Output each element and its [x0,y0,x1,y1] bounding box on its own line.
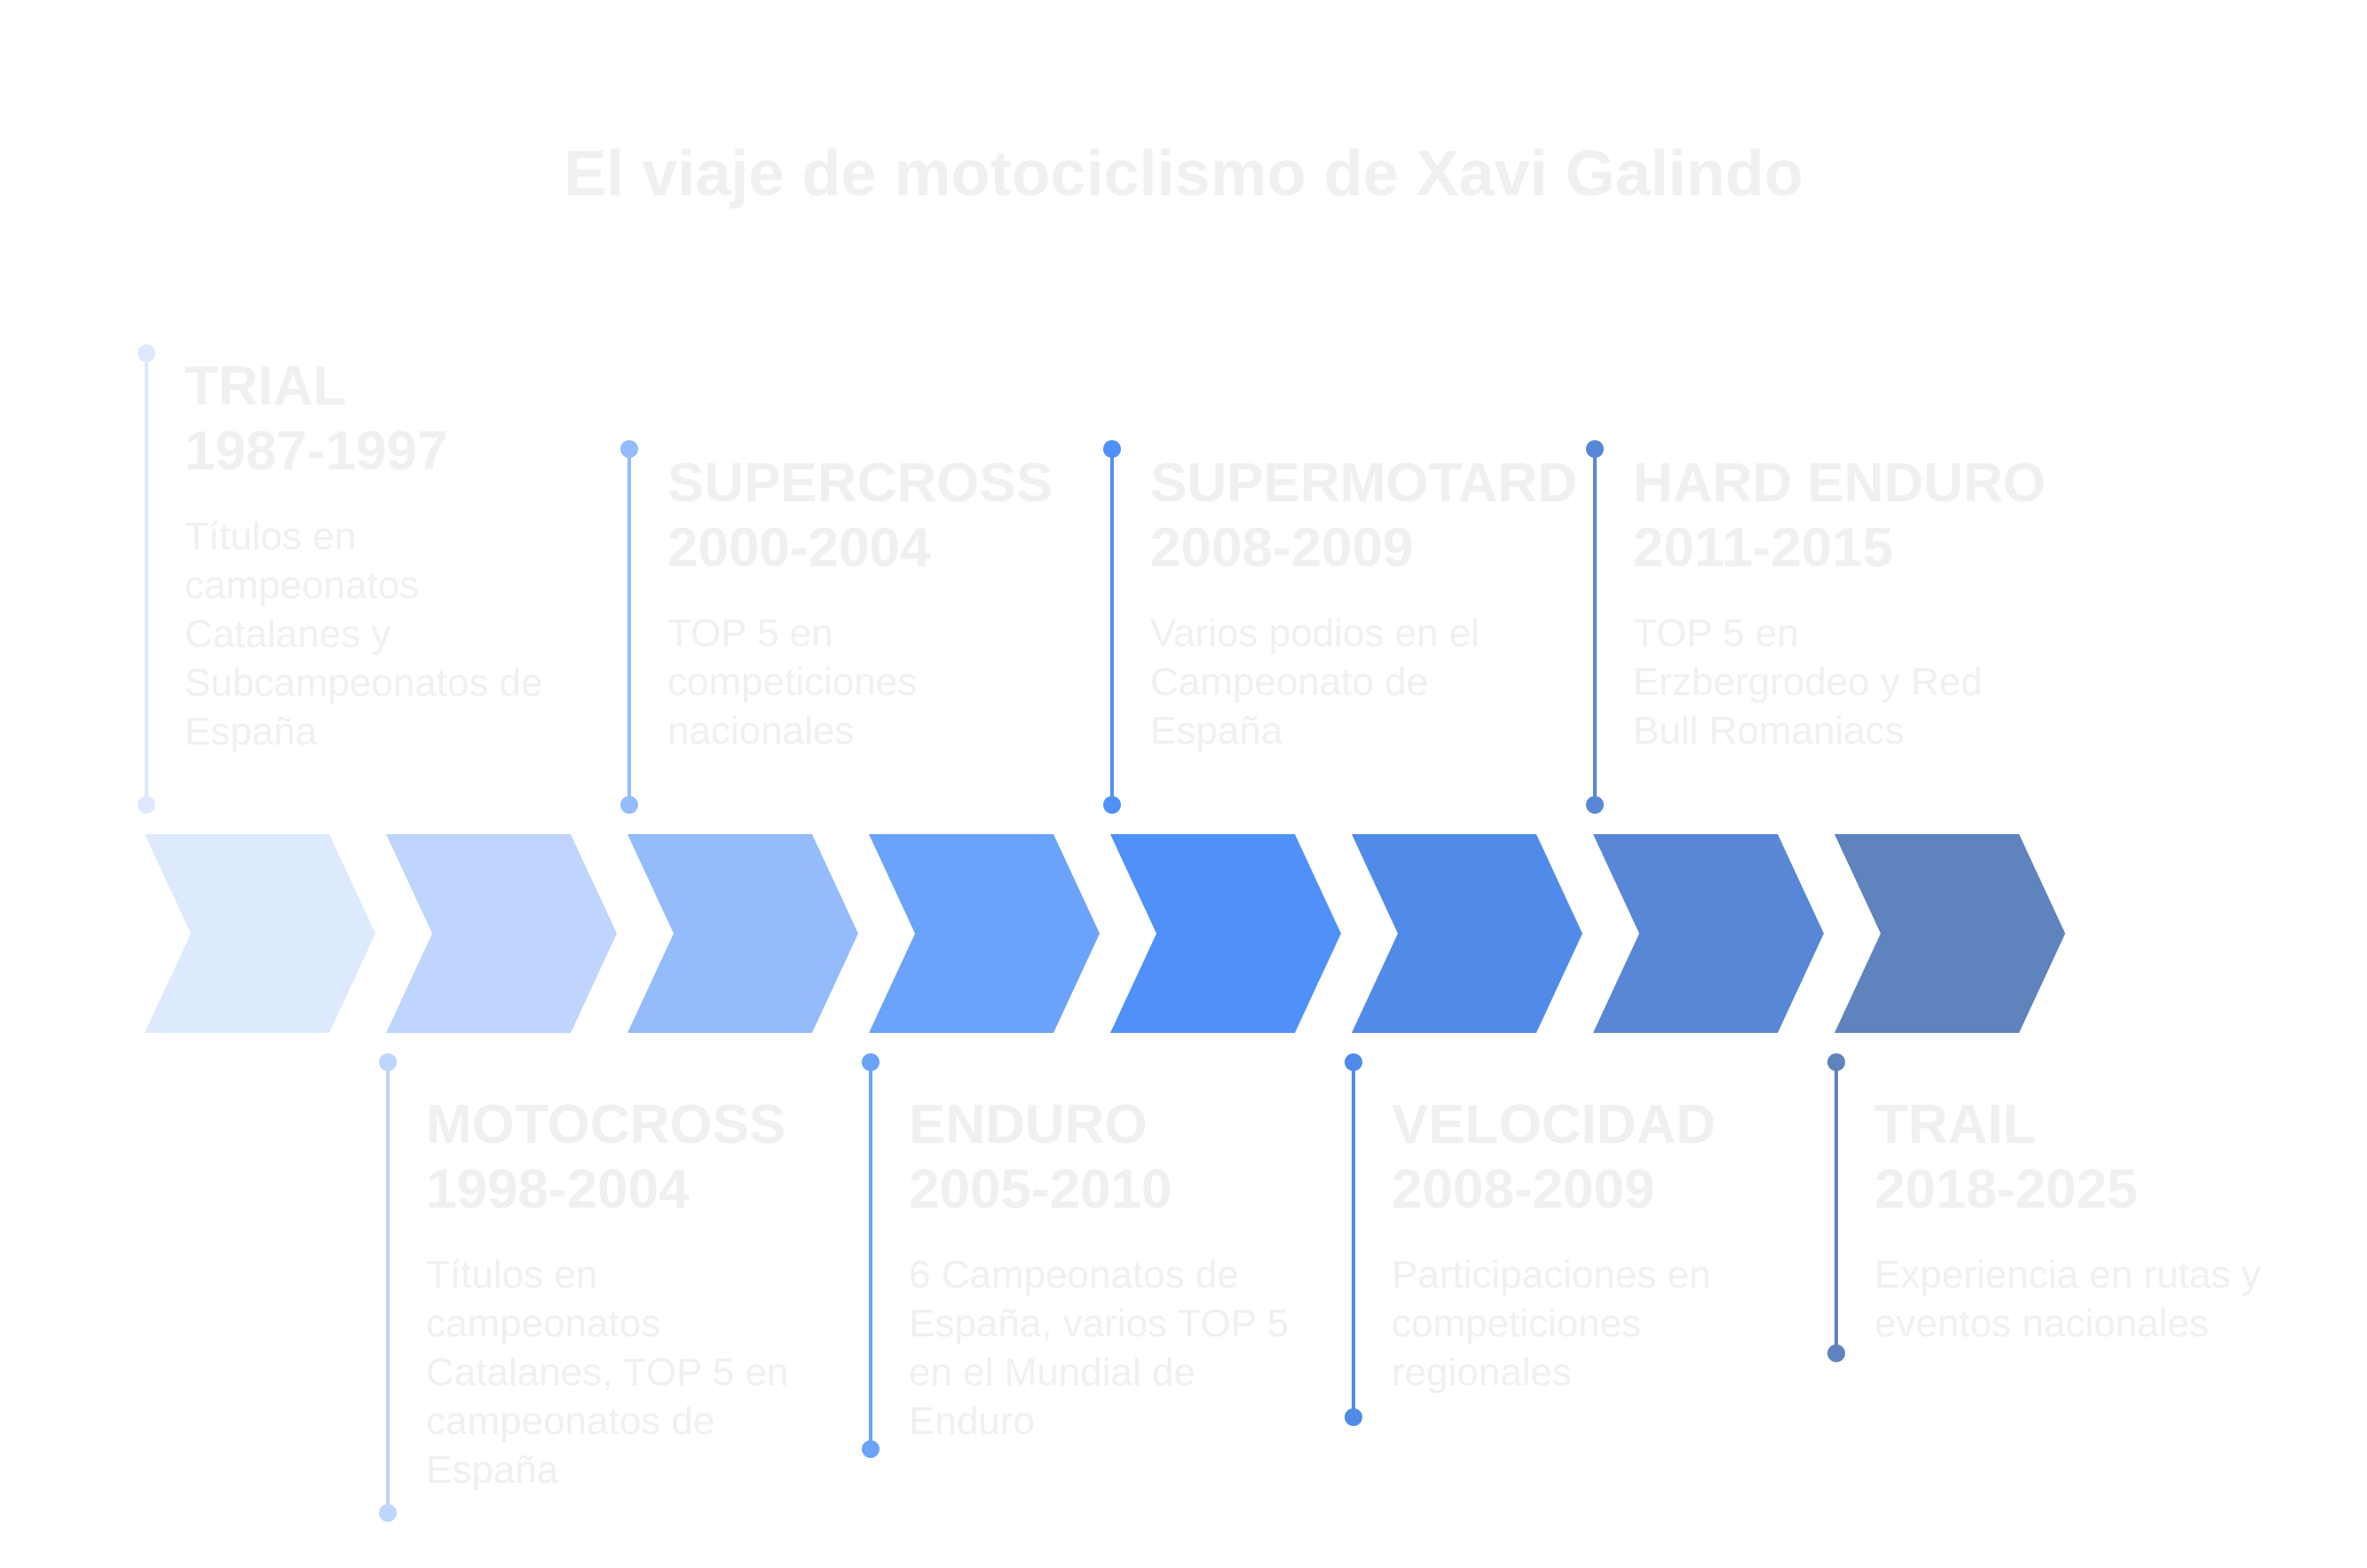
stage-description: TOP 5 en competiciones nacionales [667,611,918,752]
connector-dot-supercross-2-end [620,796,638,814]
connector-dot-velocidad-5-end [1345,1408,1362,1426]
connector-dot-supermotard-4-end [1103,796,1121,814]
stage-name: SUPERMOTARD [1150,453,1578,514]
stage-years: 1998-2004 [426,1159,690,1220]
chevron-supermotard-4 [1110,834,1341,1033]
stage-years: 2000-2004 [667,517,931,579]
connector-dot-trial-0-start [138,344,155,362]
stage-description: 6 Campeonatos de España, varios TOP 5 en… [909,1253,1290,1443]
stage-name: HARD ENDURO [1633,453,2046,514]
connector-dot-hard-enduro-6-start [1586,440,1604,458]
stage-description: Títulos en campeonatos Catalanes, TOP 5 … [426,1253,789,1492]
connector-dot-trial-0-end [138,796,155,814]
connector-dot-enduro-3-end [862,1440,880,1458]
connector-dot-hard-enduro-6-end [1586,796,1604,814]
stage-years: 2008-2009 [1150,517,1414,579]
chevron-enduro-3 [869,834,1100,1033]
stage-name: SUPERCROSS [667,453,1053,514]
stage-name: TRIAL [185,356,347,417]
connector-dot-enduro-3-start [862,1053,880,1071]
connector-dot-velocidad-5-start [1345,1053,1362,1071]
chevron-hard-enduro-6 [1593,834,1824,1033]
connector-dot-trail-7-end [1827,1344,1845,1362]
chevron-trial-0 [145,834,375,1033]
stage-name: MOTOCROSS [426,1094,786,1155]
stage-years: 2008-2009 [1392,1159,1655,1220]
stage-description: Títulos en campeonatos Catalanes y Subca… [185,515,543,753]
stage-name: ENDURO [909,1094,1148,1155]
chevron-trail-7 [1834,834,2065,1033]
chevron-velocidad-5 [1352,834,1582,1033]
stage-years: 2005-2010 [909,1159,1172,1220]
chevron-motocross-1 [386,834,617,1033]
chevron-supercross-2 [627,834,858,1033]
connector-dot-supermotard-4-start [1103,440,1121,458]
stage-description: Participaciones en competiciones regiona… [1392,1253,1711,1394]
stage-name: TRAIL [1874,1094,2037,1155]
connector-dot-motocross-1-start [379,1053,397,1071]
connector-dot-supercross-2-start [620,440,638,458]
connector-dot-motocross-1-end [379,1504,397,1522]
stage-years: 2011-2015 [1633,517,1894,579]
stage-description: Varios podios en el Campeonato de España [1150,611,1479,752]
stage-name: VELOCIDAD [1392,1094,1716,1155]
stage-years: 1987-1997 [185,421,448,482]
stage-description: TOP 5 en Erzbergrodeo y Red Bull Romania… [1633,611,1983,752]
diagram-title: El viaje de motociclismo de Xavi Galindo [564,138,1803,209]
connector-dot-trail-7-start [1827,1053,1845,1071]
stage-description: Experiencia en rutas y eventos nacionale… [1874,1253,2261,1345]
stage-years: 2018-2025 [1874,1159,2138,1220]
